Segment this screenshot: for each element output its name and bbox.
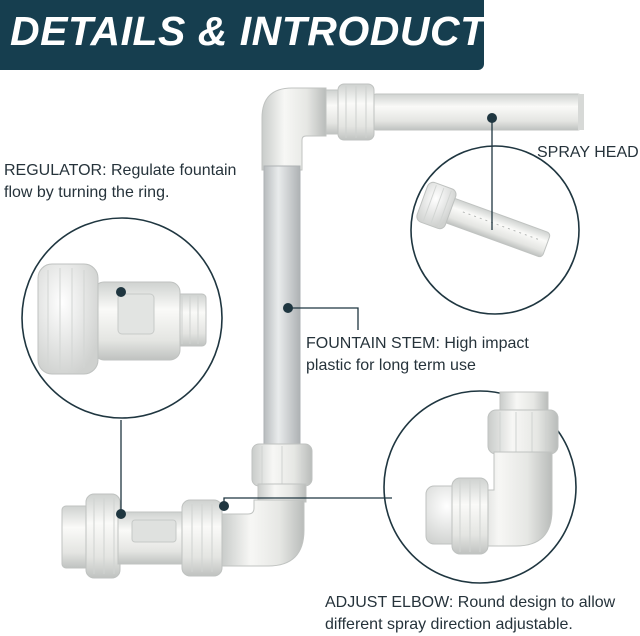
adjust-elbow-detail-circle [383, 390, 577, 584]
fountain-stem-tube [263, 165, 301, 449]
regulator-name: REGULATOR: [4, 162, 107, 179]
adjust-elbow-label: ADJUST ELBOW: Round design to allow diff… [325, 592, 637, 636]
page-title: DETAILS & INTRODUCTION [10, 8, 561, 54]
fountain-stem-label: FOUNTAIN STEM: High impact plastic for l… [306, 333, 606, 377]
leader-dots [116, 113, 497, 519]
stem-union-nut [251, 443, 313, 503]
top-elbow [261, 87, 327, 171]
regulator-label: REGULATOR: Regulate fountain flow by tur… [4, 160, 254, 204]
bottom-elbow [221, 499, 305, 567]
fountain-stem-desc-line2: plastic for long term use [306, 357, 476, 374]
fountain-stem-name: FOUNTAIN STEM: [306, 335, 440, 352]
header-banner: DETAILS & INTRODUCTION [0, 0, 560, 70]
bottom-regulator [61, 493, 223, 579]
spray-head-label: SPRAY HEAD [537, 142, 639, 164]
regulator-desc-line2: flow by turning the ring. [4, 184, 170, 201]
regulator-desc-line1: Regulate fountain [111, 162, 237, 179]
fountain-stem-desc-line1: High impact [444, 335, 529, 352]
regulator-detail-circle [21, 217, 223, 419]
top-union-nut [321, 83, 375, 141]
spray-head-name: SPRAY HEAD [537, 144, 639, 161]
spray-tube [371, 93, 584, 131]
adjust-elbow-desc-line2: different spray direction adjustable. [325, 616, 573, 633]
adjust-elbow-name: ADJUST ELBOW: [325, 594, 454, 611]
spray-head-detail-circle [410, 145, 580, 315]
adjust-elbow-desc-line1: Round design to allow [457, 594, 616, 611]
